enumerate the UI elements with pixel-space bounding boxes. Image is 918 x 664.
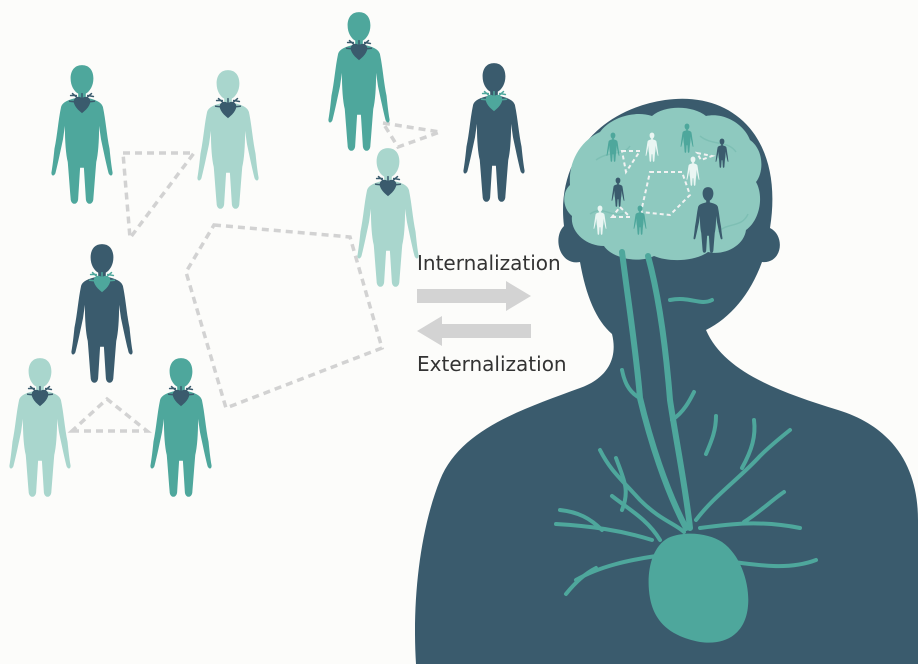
internalization-arrow <box>417 281 531 311</box>
externalization-label: Externalization <box>417 352 567 376</box>
heart-icon <box>648 533 749 643</box>
person-figure <box>463 63 525 202</box>
person-figure <box>197 70 259 209</box>
person-figure <box>150 358 212 497</box>
group-triangle-top-right <box>379 120 441 150</box>
internalization-label: Internalization <box>417 251 561 275</box>
person-figure <box>9 358 71 497</box>
externalization-arrow <box>417 316 531 346</box>
person-figure <box>51 65 113 204</box>
brain <box>564 107 762 261</box>
person-figure <box>357 148 419 287</box>
person-figure <box>328 12 390 151</box>
person-figure <box>71 244 133 383</box>
group-pentagon <box>184 223 385 411</box>
group-triangle-bottom <box>67 396 152 433</box>
group-triangle-top-left <box>121 151 198 243</box>
connection-lines <box>67 120 441 433</box>
